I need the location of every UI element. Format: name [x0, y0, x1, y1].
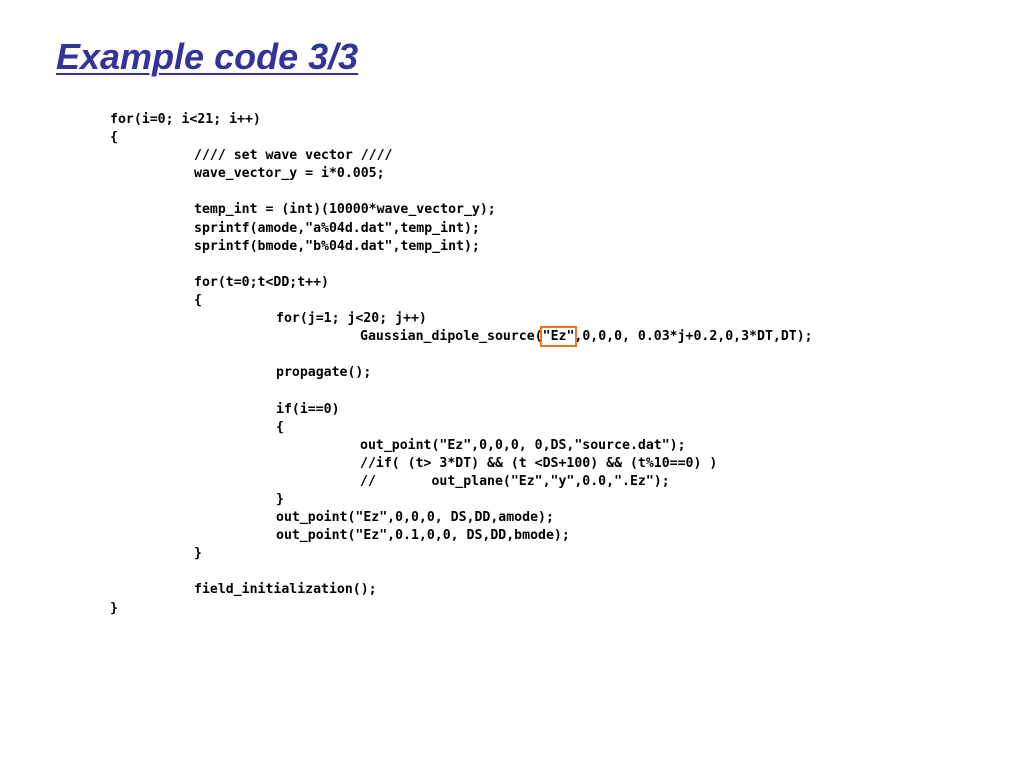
code-fragment: ,0,0,0, 0.03*j+0.2,0,3*DT,DT); — [574, 329, 813, 345]
code-line: for(j=1; j<20; j++) — [276, 311, 427, 327]
code-block: for(i=0; i<21; i++) { //// set wave vect… — [110, 111, 1010, 618]
code-line: sprintf(amode,"a%04d.dat",temp_int); — [194, 220, 480, 236]
code-line: propagate(); — [276, 365, 372, 381]
code-line — [110, 382, 1010, 400]
code-line: { — [194, 292, 202, 308]
code-line — [110, 183, 1010, 201]
code-line: field_initialization(); — [194, 582, 377, 598]
code-fragment: Gaussian_dipole_source( — [360, 329, 543, 345]
code-line: out_point("Ez",0.1,0,0, DS,DD,bmode); — [276, 528, 570, 544]
code-line: out_point("Ez",0,0,0, 0,DS,"source.dat")… — [360, 437, 686, 453]
code-line: // out_plane("Ez","y",0.0,".Ez"); — [360, 473, 670, 489]
code-line: out_point("Ez",0,0,0, DS,DD,amode); — [276, 510, 554, 526]
code-line: { — [276, 419, 284, 435]
code-line-gaussian: Gaussian_dipole_source("Ez",0,0,0, 0.03*… — [110, 326, 1010, 348]
code-line: for(t=0;t<DD;t++) — [194, 274, 329, 290]
code-line: } — [194, 546, 202, 562]
code-line: if(i==0) — [276, 401, 340, 417]
code-line — [110, 563, 1010, 581]
code-line: } — [276, 491, 284, 507]
code-line: wave_vector_y = i*0.005; — [194, 166, 385, 182]
code-line — [110, 256, 1010, 274]
code-line: temp_int = (int)(10000*wave_vector_y); — [194, 202, 496, 218]
code-line: for(i=0; i<21; i++) — [110, 112, 261, 127]
code-line: sprintf(bmode,"b%04d.dat",temp_int); — [194, 238, 480, 254]
code-line: //if( (t> 3*DT) && (t <DS+100) && (t%10=… — [360, 455, 718, 471]
code-line: } — [110, 600, 118, 616]
slide-title: Example code 3/3 — [56, 36, 359, 77]
code-line: { — [110, 130, 118, 146]
code-line — [110, 346, 1010, 364]
code-line: //// set wave vector //// — [194, 148, 393, 164]
highlight-box: "Ez" — [539, 326, 578, 348]
